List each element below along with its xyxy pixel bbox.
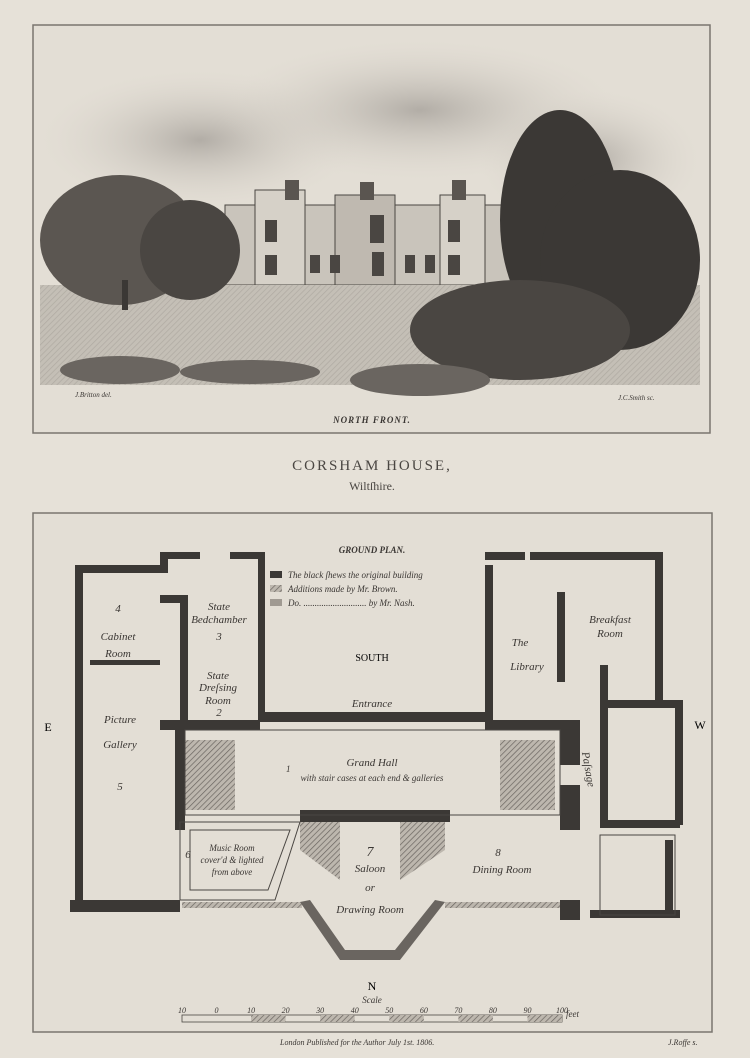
scale-tick-label: 0 xyxy=(215,1006,219,1015)
room-number-1: 1 xyxy=(286,764,291,774)
scale-segment xyxy=(251,1015,286,1022)
music-room-label-3: from above xyxy=(212,867,252,877)
entrance-label: Entrance xyxy=(351,698,392,710)
dining-room-label: Dining Room xyxy=(472,864,532,876)
scale-tick-label: 70 xyxy=(454,1006,462,1015)
scale-tick-label: 90 xyxy=(523,1006,531,1015)
scale-segment xyxy=(527,1015,562,1022)
state-dressing-label-3: Room xyxy=(204,695,231,707)
room-number-3: 3 xyxy=(215,631,222,643)
room-number-6: 6 xyxy=(185,849,191,861)
library-label: The xyxy=(512,637,529,649)
cabinet-room-label-2: Room xyxy=(104,648,131,660)
plate-title: CORSHAM HOUSE, xyxy=(292,458,452,474)
trees-right xyxy=(410,110,700,380)
scale-tick-label: 40 xyxy=(351,1006,359,1015)
legend-original: The black ſhews the original building xyxy=(288,570,423,580)
view-caption: NORTH FRONT. xyxy=(332,415,411,425)
room-number-2: 2 xyxy=(216,707,222,719)
scale-tick-label: 100 xyxy=(556,1006,568,1015)
state-dressing-label: State xyxy=(207,670,229,682)
trees-left xyxy=(40,175,240,310)
room-number-4: 4 xyxy=(115,603,121,615)
scale-segment xyxy=(389,1015,424,1022)
state-bedchamber-label: State xyxy=(208,601,230,613)
compass-west: W xyxy=(694,718,706,732)
house-illustration xyxy=(224,180,516,286)
cabinet-room-label: Cabinet xyxy=(101,631,137,643)
picture-gallery-label-2: Gallery xyxy=(103,739,137,751)
scale-tick-label: 80 xyxy=(489,1006,497,1015)
north-front-view: J.Britton del. J.C.Smith sc. NORTH FRONT… xyxy=(32,24,711,434)
breakfast-room-label: Breakfast xyxy=(589,614,632,626)
scale-tick-label: 30 xyxy=(315,1006,324,1015)
music-room-label: Music Room xyxy=(208,843,255,853)
state-dressing-label-2: Dreſsing xyxy=(198,682,238,694)
state-bedchamber-label-2: Bedchamber xyxy=(191,614,247,626)
scale-tick-label: 10 xyxy=(247,1006,255,1015)
breakfast-room-label-2: Room xyxy=(596,628,623,640)
drawing-room-label: Drawing Room xyxy=(335,904,404,916)
outlines xyxy=(179,729,676,916)
scale-tick-label: 10 xyxy=(178,1006,186,1015)
plan-heading: GROUND PLAN. xyxy=(339,545,406,555)
scale-tick-label: 60 xyxy=(420,1006,428,1015)
engraver-signature: J.Roffe s. xyxy=(668,1038,698,1047)
room-number-5: 5 xyxy=(117,781,123,793)
music-room-label-2: cover'd & lighted xyxy=(201,855,264,865)
publisher-line: London Published for the Author July 1st… xyxy=(279,1038,434,1047)
scale-segment xyxy=(458,1015,493,1022)
compass-north: N xyxy=(368,979,377,993)
library-label-2: Library xyxy=(509,661,544,673)
scale-title: Scale xyxy=(362,995,382,1005)
additions xyxy=(182,740,560,960)
room-number-7: 7 xyxy=(367,845,375,860)
ground-plan: GROUND PLAN. The black ſhews the origina… xyxy=(32,512,713,1033)
picture-gallery-label: Picture xyxy=(103,714,136,726)
foreground-shrubs xyxy=(60,356,490,396)
compass-east: E xyxy=(44,720,51,734)
scale-tick-label: 50 xyxy=(385,1006,393,1015)
grand-hall-note: with stair cases at each end & galleries xyxy=(301,773,444,783)
saloon-label: Saloon xyxy=(355,863,386,875)
legend-brown: Additions made by Mr. Brown. xyxy=(287,584,398,594)
south-label: SOUTH xyxy=(355,653,388,664)
scale-unit: feet xyxy=(566,1009,579,1019)
artist-credit: J.Britton del. xyxy=(75,391,112,399)
room-labels: E W N SOUTH Entrance 4 Cabinet Room Stat… xyxy=(44,601,706,993)
engraver-credit: J.C.Smith sc. xyxy=(618,394,655,402)
saloon-label-2: or xyxy=(365,882,376,894)
walls xyxy=(70,552,683,920)
scale-tick-label: 20 xyxy=(282,1006,290,1015)
legend: The black ſhews the original building Ad… xyxy=(270,570,423,608)
scale-segment xyxy=(320,1015,355,1022)
grand-hall-label: Grand Hall xyxy=(346,757,397,769)
legend-nash: Do. ............................ by Mr. … xyxy=(287,598,415,608)
room-number-8: 8 xyxy=(495,847,501,859)
plate-subtitle: Wiltſhire. xyxy=(349,479,395,493)
